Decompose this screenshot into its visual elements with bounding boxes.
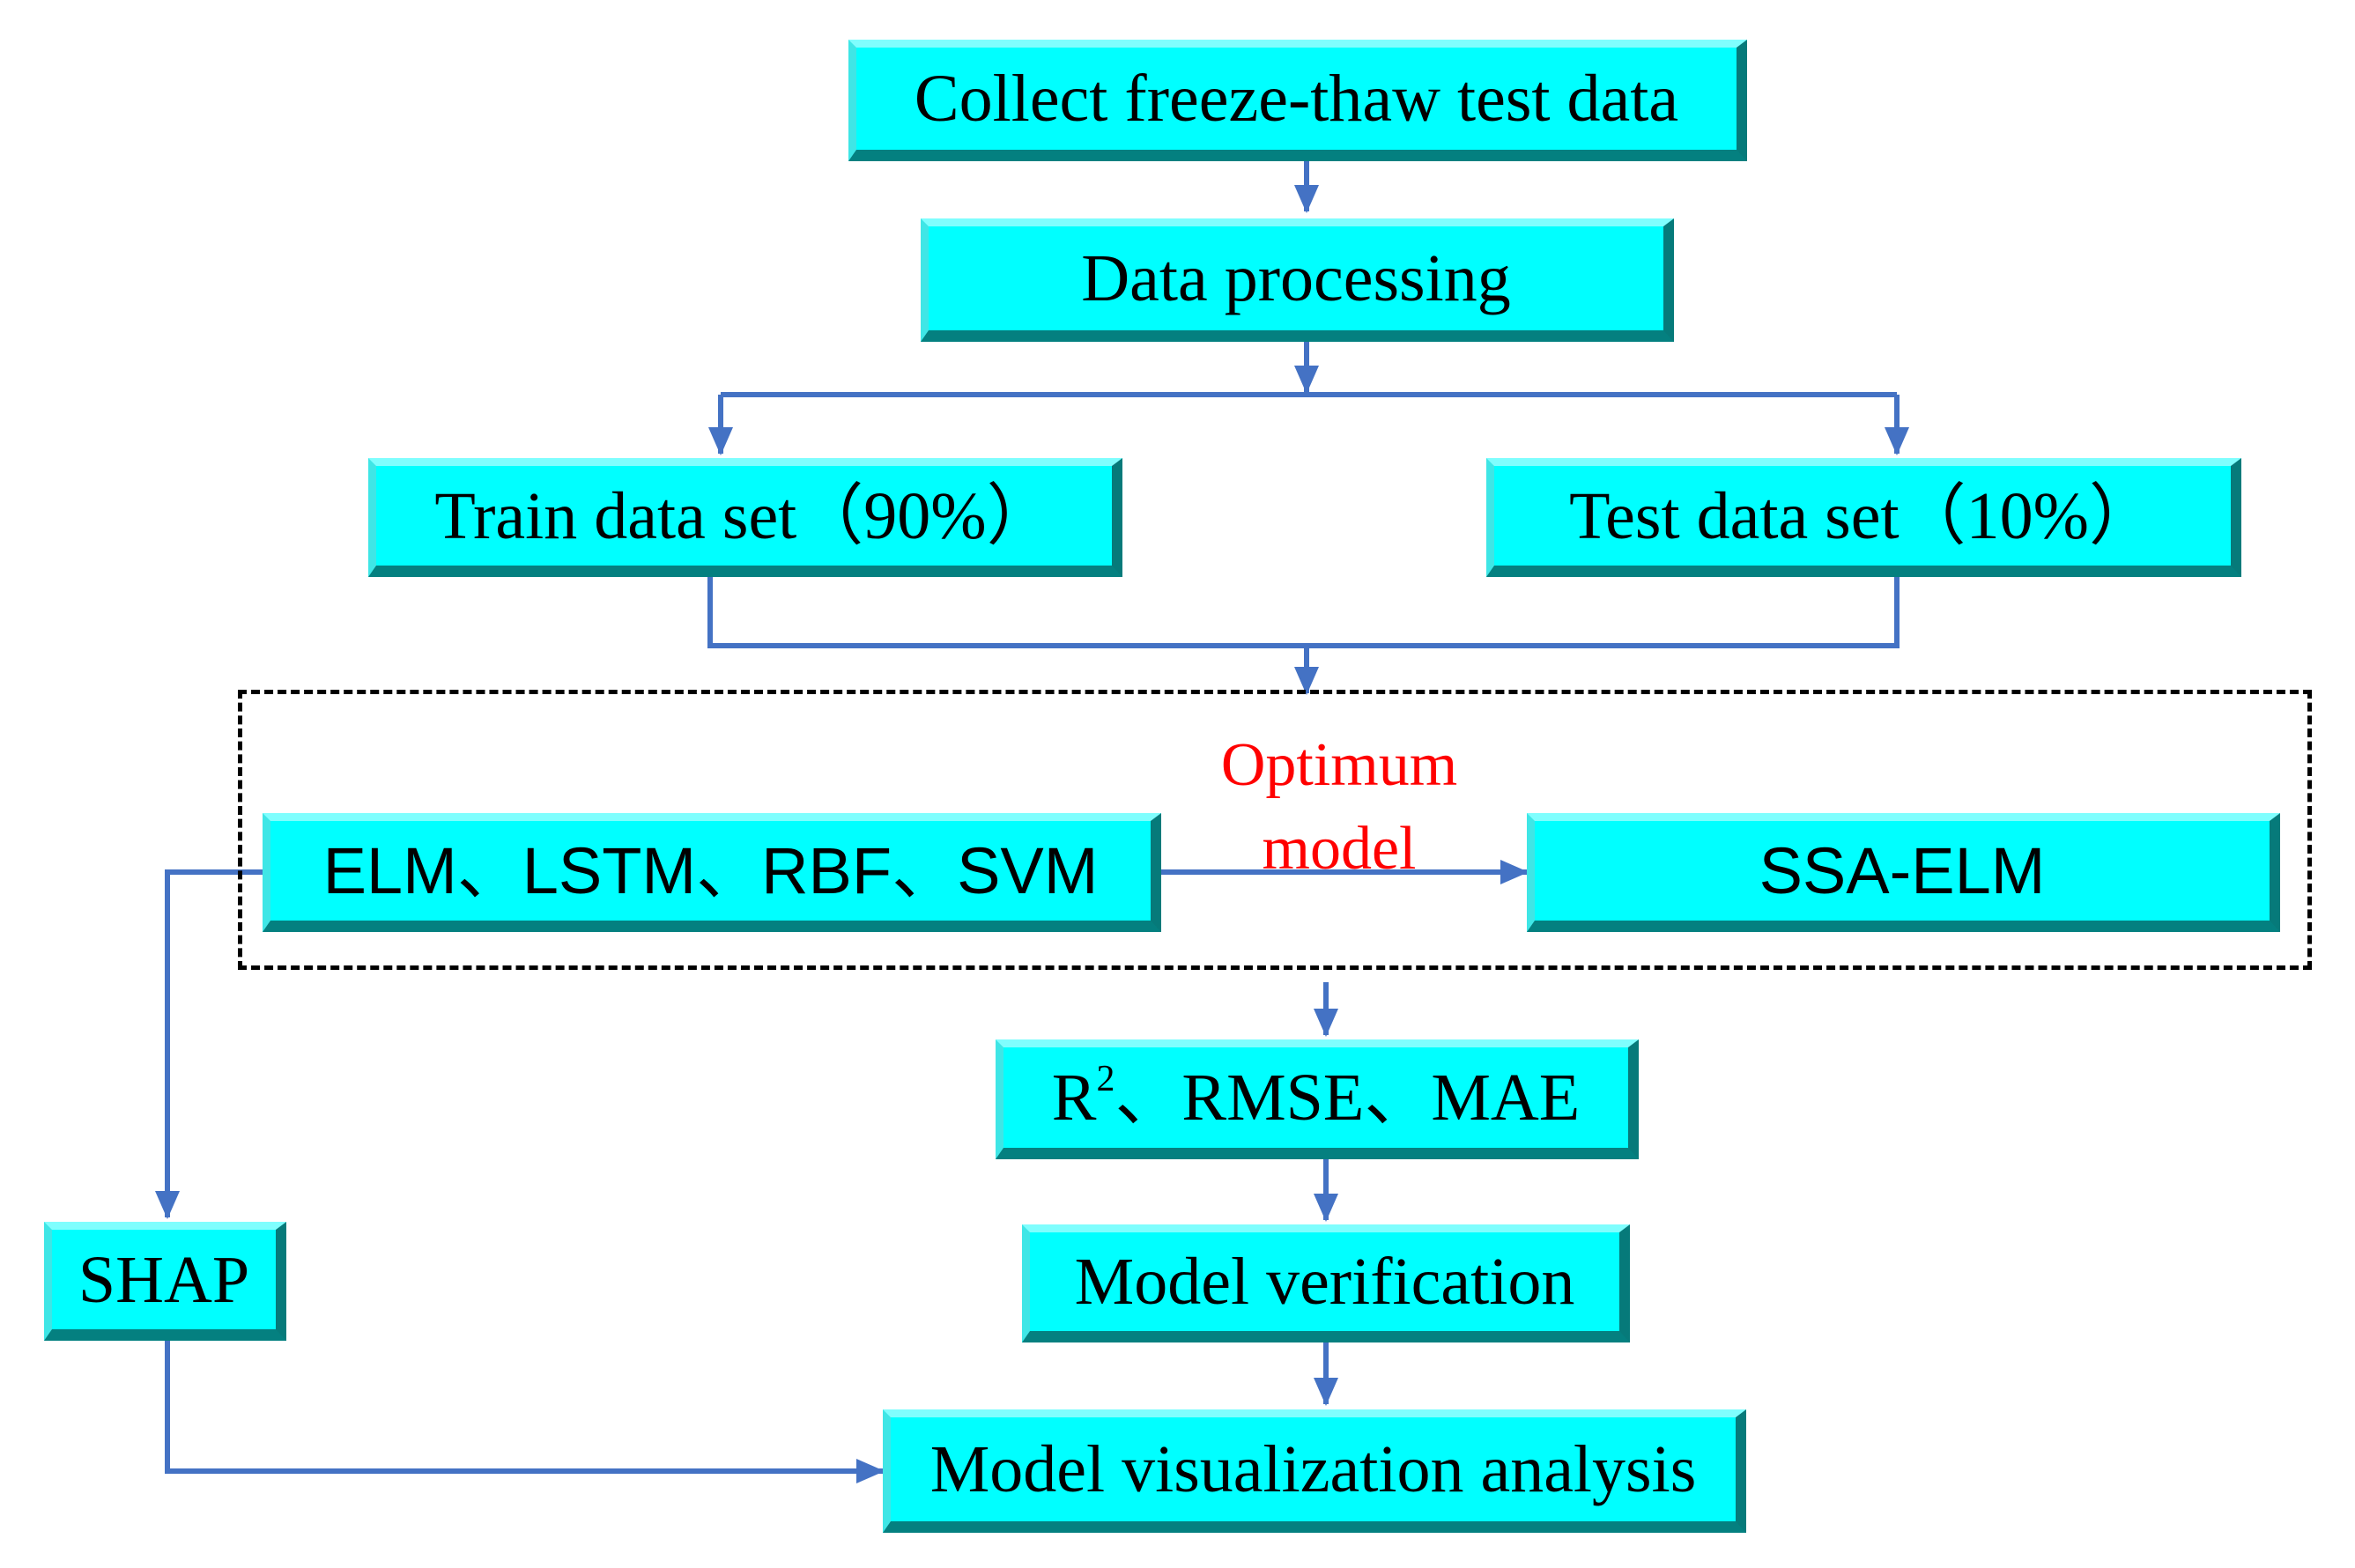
data-processing-label: Data processing	[1081, 241, 1511, 315]
optimum-model-line2: model	[1262, 814, 1417, 883]
data-processing-box: Data processing	[921, 218, 1674, 342]
train-data-set-box: Train data set（90%）	[368, 458, 1122, 577]
test-data-set-label: Test data set（10%）	[1569, 478, 2156, 553]
arrow-shap-to-visualization	[165, 1341, 885, 1483]
ssa-elm-label: SSA-ELM	[1759, 833, 2046, 907]
model-selection-frame	[238, 690, 2312, 970]
metric-r-superscript: 2	[1096, 1059, 1115, 1100]
merge-line	[707, 577, 1900, 648]
model-visualization-box: Model visualization analysis	[883, 1409, 1746, 1533]
shap-box: SHAP	[44, 1222, 286, 1341]
metrics-label: R2、RMSE、MAE	[1052, 1061, 1580, 1131]
candidate-models-box: ELM、LSTM、RBF、SVM	[263, 813, 1161, 932]
ssa-elm-box: SSA-ELM	[1527, 813, 2280, 932]
collect-data-label: Collect freeze-thaw test data	[914, 62, 1679, 136]
metric-rest: 、RMSE、MAE	[1115, 1061, 1581, 1135]
optimum-model-annotation: Optimum model	[1172, 724, 1507, 891]
test-data-set-box: Test data set（10%）	[1486, 458, 2241, 577]
collect-data-box: Collect freeze-thaw test data	[848, 40, 1747, 161]
optimum-model-line1: Optimum	[1220, 731, 1458, 799]
metrics-box: R2、RMSE、MAE	[996, 1039, 1639, 1159]
shap-label: SHAP	[78, 1242, 250, 1317]
arrow-models-to-shap	[155, 869, 263, 1219]
model-verification-box: Model verification	[1022, 1224, 1630, 1342]
model-verification-label: Model verification	[1074, 1245, 1575, 1319]
candidate-models-label: ELM、LSTM、RBF、SVM	[322, 833, 1099, 907]
metric-r: R	[1051, 1061, 1097, 1135]
train-data-set-label: Train data set（90%）	[434, 478, 1054, 553]
model-visualization-label: Model visualization analysis	[929, 1432, 1697, 1506]
